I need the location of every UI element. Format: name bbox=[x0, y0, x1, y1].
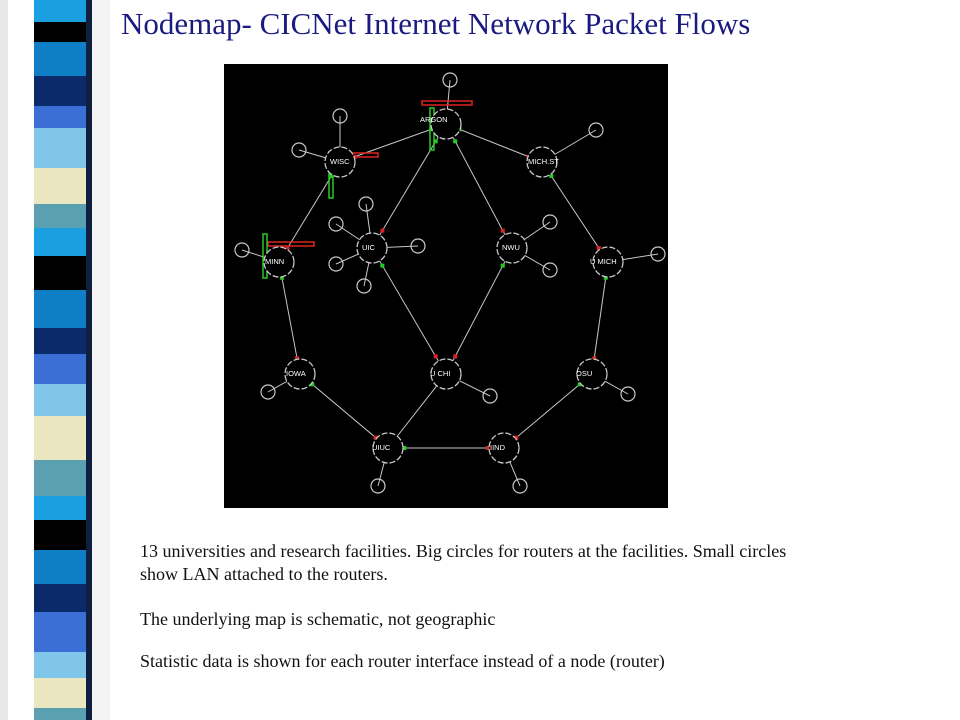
link-minn-iowa bbox=[278, 261, 301, 375]
router-uchi: U CHI bbox=[430, 358, 462, 390]
paragraph-universities: 13 universities and research facilities.… bbox=[140, 541, 787, 584]
lan-circle-uic bbox=[328, 256, 344, 272]
interface-marker bbox=[592, 356, 597, 361]
router-argon: ARGON bbox=[420, 108, 462, 140]
lan-circle-uic bbox=[356, 278, 372, 294]
paragraph-statistics: Statistic data is shown for each router … bbox=[140, 651, 665, 671]
lan-circle-iind bbox=[512, 478, 528, 494]
lan-circle-argon bbox=[442, 72, 458, 88]
router-label-wisc: WISC bbox=[330, 157, 350, 166]
router-nwu: NWU bbox=[496, 232, 528, 264]
interface-marker bbox=[453, 354, 458, 359]
lan-circle-uic bbox=[358, 196, 374, 212]
router-label-osu: OSU bbox=[576, 369, 592, 378]
link-mich_st-umich bbox=[541, 161, 609, 263]
interface-marker bbox=[402, 446, 407, 450]
router-mich_st: MICH.ST bbox=[526, 146, 559, 178]
link-argon-nwu bbox=[445, 123, 513, 249]
lan-circle-wisc bbox=[332, 108, 348, 124]
interface-marker bbox=[295, 356, 300, 361]
router-uic: UIC bbox=[356, 232, 388, 264]
router-uiuc: UIUC bbox=[372, 432, 404, 464]
link-osu-iind bbox=[503, 373, 593, 449]
interface-marker bbox=[577, 382, 582, 387]
router-label-uchi: U CHI bbox=[430, 369, 450, 378]
router-label-argon: ARGON bbox=[420, 115, 448, 124]
interface-marker bbox=[373, 435, 378, 440]
router-label-iind: IIND bbox=[490, 443, 506, 452]
interface-marker bbox=[500, 263, 505, 268]
lan-circle-mich_st bbox=[588, 122, 604, 138]
link-iowa-uiuc bbox=[299, 373, 389, 449]
lan-circle-iowa bbox=[260, 384, 276, 400]
interface-marker bbox=[380, 228, 385, 233]
interface-marker bbox=[514, 435, 519, 440]
lan-circle-wisc bbox=[291, 142, 307, 158]
interface-marker bbox=[603, 275, 608, 280]
interface-marker bbox=[596, 246, 601, 250]
lan-circle-osu bbox=[620, 386, 636, 402]
interface-marker bbox=[485, 446, 490, 450]
lan-circle-nwu bbox=[542, 262, 558, 278]
interface-marker bbox=[433, 139, 438, 144]
router-label-nwu: NWU bbox=[502, 243, 520, 252]
interface-marker bbox=[549, 174, 554, 178]
router-label-iowa: IOWA bbox=[286, 369, 306, 378]
link-umich-osu bbox=[591, 261, 609, 375]
interface-marker bbox=[500, 228, 505, 233]
interface-marker bbox=[279, 275, 284, 280]
lan-circle-uic bbox=[410, 238, 426, 254]
interface-marker bbox=[433, 354, 438, 359]
lan-circle-nwu bbox=[542, 214, 558, 230]
router-layer: ARGON WISC MICH.ST MINN UIC NWU U MICH IOWA U CH… bbox=[263, 108, 624, 464]
slide-title: Nodemap- CICNet Internet Network Packet … bbox=[121, 6, 751, 41]
network-map: ARGON WISC MICH.ST MINN UIC NWU U MICH IOWA U CH… bbox=[224, 64, 668, 508]
link-argon-mich_st bbox=[445, 123, 543, 163]
lan-circle-umich bbox=[650, 246, 666, 262]
interface-marker bbox=[285, 246, 290, 250]
router-label-minn: MINN bbox=[265, 257, 284, 266]
lan-circle-minn bbox=[234, 242, 250, 258]
interface-marker bbox=[310, 382, 315, 387]
lan-circle-uic bbox=[328, 216, 344, 232]
router-iowa: IOWA bbox=[284, 358, 316, 390]
router-label-mich_st: MICH.ST bbox=[528, 157, 559, 166]
router-label-uic: UIC bbox=[362, 243, 376, 252]
router-wisc: WISC bbox=[324, 146, 356, 178]
decorative-stripe bbox=[0, 0, 110, 720]
link-argon-wisc bbox=[339, 123, 447, 163]
router-label-uiuc: UIUC bbox=[372, 443, 391, 452]
paragraph-schematic: The underlying map is schematic, not geo… bbox=[140, 609, 496, 629]
interface-marker bbox=[380, 263, 385, 268]
interface-marker bbox=[429, 127, 434, 132]
link-uic-uchi bbox=[371, 247, 447, 375]
interface-marker bbox=[329, 174, 334, 178]
lan-circle-uiuc bbox=[370, 478, 386, 494]
router-umich: U MICH bbox=[590, 246, 624, 278]
link-nwu-uchi bbox=[445, 247, 513, 375]
interface-marker bbox=[453, 139, 458, 144]
router-osu: OSU bbox=[576, 358, 608, 390]
lan-circle-uchi bbox=[482, 388, 498, 404]
router-iind: IIND bbox=[488, 432, 520, 464]
router-minn: MINN bbox=[263, 246, 295, 278]
router-label-umich: U MICH bbox=[590, 257, 617, 266]
